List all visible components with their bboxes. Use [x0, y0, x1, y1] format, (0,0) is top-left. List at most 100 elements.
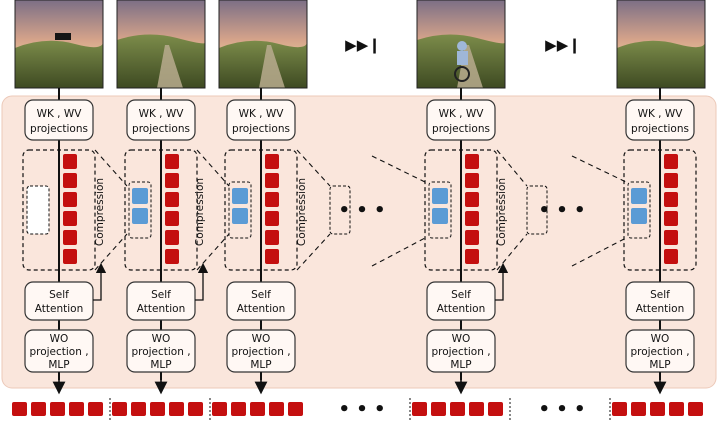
compressed-memory-group [627, 181, 651, 239]
kv-token-red [465, 211, 479, 226]
output-token-group-4 [412, 398, 511, 420]
attention-label: Attention [636, 303, 684, 315]
output-token-red [250, 402, 265, 416]
wo-label: WO [50, 333, 69, 345]
kv-token-red [63, 249, 77, 264]
projection-label: projection , [131, 346, 190, 358]
self-attention-box [126, 281, 196, 321]
wk-wv-label: WK , WV [638, 108, 684, 120]
kv-token-red [165, 154, 179, 169]
kv-token-red [664, 230, 678, 245]
kv-token-red [63, 192, 77, 207]
hills-landscape-frame [616, 0, 706, 89]
wk-wv-label: WK , WV [37, 108, 83, 120]
layer-column-1: WK , WVprojectionsSelfAttentionWOproject… [22, 88, 96, 395]
kv-token-red [165, 230, 179, 245]
output-token-red [288, 402, 303, 416]
output-token-red [688, 402, 703, 416]
output-token-red [12, 402, 27, 416]
output-token-red [269, 402, 284, 416]
compressed-token-blue [232, 208, 248, 224]
kv-token-red [265, 230, 279, 245]
ellipsis-dots: • • • [538, 399, 585, 420]
cyclist-silhouette [457, 41, 467, 51]
output-token-group-2 [112, 398, 211, 420]
wk-wv-projection-box [426, 99, 496, 141]
skip-frames-icon: ▶▶❙ [345, 36, 381, 54]
compressed-memory-group [228, 181, 252, 239]
kv-token-red [265, 173, 279, 188]
compressed-token-blue [132, 208, 148, 224]
output-token-red [612, 402, 627, 416]
output-token-red [431, 402, 446, 416]
self-label: Self [451, 289, 471, 301]
output-token-red [69, 402, 84, 416]
compressed-token-blue [432, 188, 448, 204]
wk-wv-projection-box [625, 99, 695, 141]
cow-on-hill-frame [14, 0, 104, 89]
kv-token-red [465, 154, 479, 169]
ellipsis-dots: • • • [538, 200, 585, 221]
output-token-red [469, 402, 484, 416]
wo-label: WO [452, 333, 471, 345]
self-label: Self [49, 289, 69, 301]
skip-frames-icon: ▶▶❙ [545, 36, 581, 54]
compression-label: Compression [194, 178, 206, 246]
kv-token-red [63, 173, 77, 188]
output-token-red [131, 402, 146, 416]
output-token-red [650, 402, 665, 416]
wk-wv-projection-box [24, 99, 94, 141]
kv-token-red [664, 192, 678, 207]
compressed-token-blue [631, 208, 647, 224]
kv-token-red [265, 249, 279, 264]
kv-cache-group [224, 149, 298, 271]
layer-panel [1, 95, 717, 389]
compression-funnel-2 [196, 149, 230, 271]
self-label: Self [151, 289, 171, 301]
projections-label: projections [132, 123, 190, 135]
projection-label: projection , [29, 346, 88, 358]
projections-label: projections [631, 123, 689, 135]
output-token-red [212, 402, 227, 416]
output-token-red [231, 402, 246, 416]
layer-column-3: WK , WVprojectionsSelfAttentionWOproject… [224, 88, 298, 395]
kv-token-red [664, 211, 678, 226]
wk-wv-label: WK , WV [439, 108, 485, 120]
ellipsis-dots: • • • [338, 399, 385, 420]
self-label: Self [650, 289, 670, 301]
projection-label: projection , [231, 346, 290, 358]
kv-token-red [63, 154, 77, 169]
projections-label: projections [232, 123, 290, 135]
kv-token-red [165, 249, 179, 264]
compressed-memory-group [428, 181, 452, 239]
kv-token-red [465, 230, 479, 245]
output-token-red [450, 402, 465, 416]
self-label: Self [251, 289, 271, 301]
kv-token-red [265, 211, 279, 226]
compressed-token-blue [631, 188, 647, 204]
attention-label: Attention [437, 303, 485, 315]
compression-label: Compression [496, 178, 508, 246]
compression-target-slot [329, 185, 351, 235]
output-token-red [88, 402, 103, 416]
output-token-group-1 [12, 398, 111, 420]
mlp-label: MLP [250, 359, 271, 371]
wk-wv-label: WK , WV [239, 108, 285, 120]
kv-token-red [165, 211, 179, 226]
mlp-label: MLP [48, 359, 69, 371]
output-token-red [31, 402, 46, 416]
kv-token-red [664, 154, 678, 169]
output-token-red [169, 402, 184, 416]
self-attention-box [24, 281, 94, 321]
kv-token-red [664, 249, 678, 264]
output-token-red [669, 402, 684, 416]
output-token-red [631, 402, 646, 416]
kv-token-red [63, 211, 77, 226]
dirt-road-frame [116, 0, 206, 89]
kv-token-red [165, 192, 179, 207]
output-token-red [412, 402, 427, 416]
attention-label: Attention [237, 303, 285, 315]
layer-column-4: WK , WVprojectionsSelfAttentionWOproject… [424, 88, 498, 395]
compressed-token-blue [132, 188, 148, 204]
layer-column-2: WK , WVprojectionsSelfAttentionWOproject… [124, 88, 198, 395]
